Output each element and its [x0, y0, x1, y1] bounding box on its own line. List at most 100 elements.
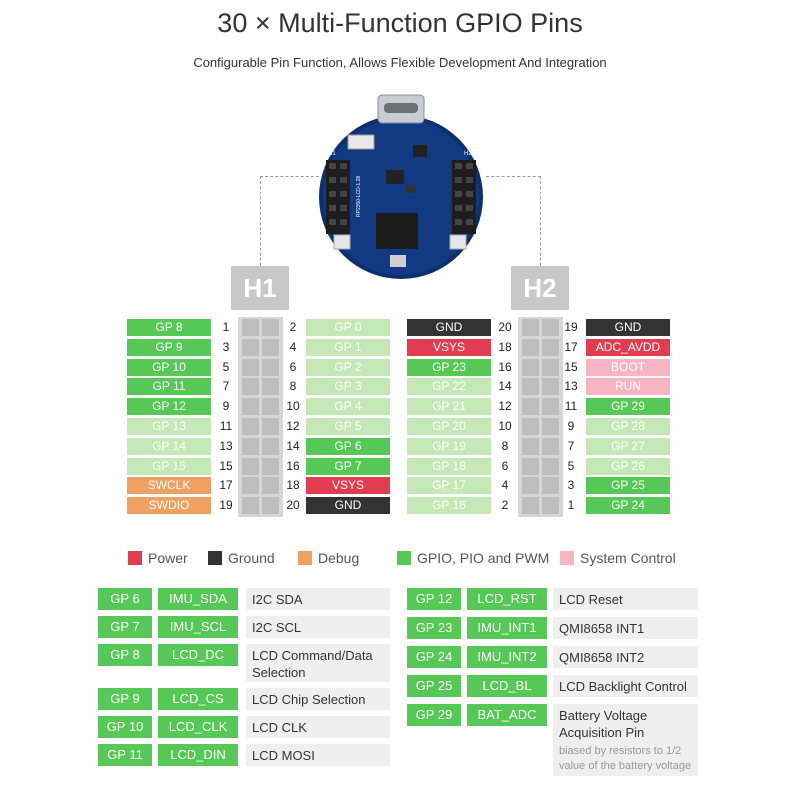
h2-pin-number: 1 — [567, 498, 575, 513]
func-left-signal-cell: LCD_DC — [158, 644, 238, 666]
h1-pin-label: GP 9 — [127, 338, 211, 356]
h1-pin-number: 8 — [289, 379, 297, 394]
h1-pin-hole — [262, 418, 279, 435]
h2-pin-hole — [522, 477, 539, 495]
func-left-description-text: LCD Command/Data Selection — [252, 648, 373, 680]
func-left-description: LCD Chip Selection — [246, 688, 390, 710]
legend-label: System Control — [580, 550, 676, 566]
h2-pin-number: 6 — [501, 458, 509, 473]
h2-pin-number: 9 — [567, 419, 575, 433]
h1-pin-number: 20 — [286, 498, 300, 513]
h2-pin-hole — [522, 358, 539, 376]
h2-header-label: H2 — [511, 266, 569, 310]
h2-pin-label: GP 16 — [407, 497, 491, 515]
h2-pin-label: VSYS — [407, 338, 491, 356]
board-model-text: RP2350-LCD-1.28 — [356, 176, 362, 217]
h1-pin-number: 11 — [219, 419, 233, 433]
func-left-description: I2C SCL — [246, 616, 390, 638]
func-right-signal-cell: BAT_ADC — [467, 704, 547, 726]
func-right-gp-cell: GP 25 — [407, 675, 461, 697]
func-left-signal-cell: IMU_SCL — [158, 616, 238, 638]
h1-pin-number: 19 — [219, 498, 233, 513]
h2-pin-hole — [542, 477, 559, 495]
legend-swatch — [560, 551, 574, 565]
h1-pin-hole — [242, 358, 259, 376]
board-label-h2: H2 — [464, 151, 472, 157]
h2-pin-hole — [542, 358, 559, 376]
func-left-description: LCD Command/Data Selection — [246, 644, 390, 682]
h1-pin-hole — [262, 319, 279, 336]
h1-pin-number: 15 — [219, 458, 233, 473]
func-right-description: Battery Voltage Acquisition Pin biased by… — [553, 704, 698, 776]
func-left-gp-cell: GP 10 — [98, 716, 152, 738]
func-right-description: QMI8658 INT2 — [553, 646, 698, 668]
func-left-description-text: LCD Chip Selection — [252, 692, 366, 707]
func-left-signal-cell: LCD_DIN — [158, 744, 238, 766]
h1-pin-label: GP 6 — [306, 437, 390, 455]
func-right-description-text: Battery Voltage Acquisition Pin — [559, 708, 648, 740]
func-left-description-text: LCD CLK — [252, 720, 307, 735]
h2-pin-label: GP 26 — [586, 457, 670, 475]
h1-pin-number: 16 — [286, 458, 300, 473]
h1-pin-number: 12 — [286, 419, 300, 433]
h2-pin-label: GP 18 — [407, 457, 491, 475]
h1-header-label: H1 — [231, 266, 289, 310]
h1-pin-hole — [242, 398, 259, 416]
h1-pin-number: 17 — [219, 478, 233, 493]
h2-pin-number: 14 — [498, 379, 512, 394]
h1-pin-number: 9 — [222, 399, 230, 414]
h2-pin-label: RUN — [586, 378, 670, 396]
func-right-description-note: biased by resistors to 1/2 value of the … — [559, 745, 692, 772]
h2-pin-label: GP 25 — [586, 477, 670, 495]
func-right-signal-cell: IMU_INT1 — [467, 617, 547, 639]
h1-pin-label: GP 10 — [127, 358, 211, 376]
leader-h2 — [486, 176, 541, 271]
h2-pin-label: GP 17 — [407, 477, 491, 495]
h2-pin-number: 4 — [501, 478, 509, 493]
h1-pin-label: GP 7 — [306, 457, 390, 475]
func-right-description-text: LCD Backlight Control — [559, 679, 687, 694]
h2-pin-hole — [542, 398, 559, 416]
h1-pin-label: GP 2 — [306, 358, 390, 376]
h2-pin-number: 17 — [564, 339, 578, 354]
func-right-signal-cell: LCD_BL — [467, 675, 547, 697]
legend-label: Power — [148, 550, 188, 566]
h1-pin-hole — [262, 437, 279, 455]
h1-pin-label: GP 15 — [127, 457, 211, 475]
h2-pin-hole — [522, 437, 539, 455]
h2-pin-number: 3 — [567, 478, 575, 493]
legend-swatch — [298, 551, 312, 565]
h1-pin-number: 14 — [286, 438, 300, 453]
h2-pin-hole — [542, 319, 559, 336]
func-left-description: LCD MOSI — [246, 744, 390, 766]
h1-pin-label: GP 8 — [127, 319, 211, 336]
legend-label: Debug — [318, 550, 360, 566]
func-left-gp-cell: GP 8 — [98, 644, 152, 666]
h1-pin-hole — [242, 457, 259, 475]
func-right-description-text: LCD Reset — [559, 592, 623, 607]
h1-pin-number: 1 — [222, 320, 230, 334]
h1-pin-hole — [242, 418, 259, 435]
h1-pin-label: GP 14 — [127, 437, 211, 455]
h1-pin-hole — [242, 378, 259, 396]
h1-pin-label: GP 13 — [127, 418, 211, 435]
legend-swatch — [128, 551, 142, 565]
h2-pin-number: 15 — [564, 359, 578, 374]
func-right-description: QMI8658 INT1 — [553, 617, 698, 639]
h2-pin-number: 19 — [564, 320, 578, 334]
h1-pin-hole — [262, 378, 279, 396]
h2-pin-label: GP 21 — [407, 398, 491, 416]
h2-pin-hole — [542, 437, 559, 455]
func-right-gp-cell: GP 23 — [407, 617, 461, 639]
func-right-signal-cell: IMU_INT2 — [467, 646, 547, 668]
h2-pin-hole — [522, 338, 539, 356]
legend-swatch — [208, 551, 222, 565]
func-right-description: LCD Reset — [553, 588, 698, 610]
h1-pin-label: GP 12 — [127, 398, 211, 416]
h2-pin-number: 16 — [498, 359, 512, 374]
h1-pin-hole — [242, 319, 259, 336]
h1-pin-label: GND — [306, 497, 390, 515]
func-left-description: LCD CLK — [246, 716, 390, 738]
h1-pin-label: GP 1 — [306, 338, 390, 356]
func-left-signal-cell: IMU_SDA — [158, 588, 238, 610]
